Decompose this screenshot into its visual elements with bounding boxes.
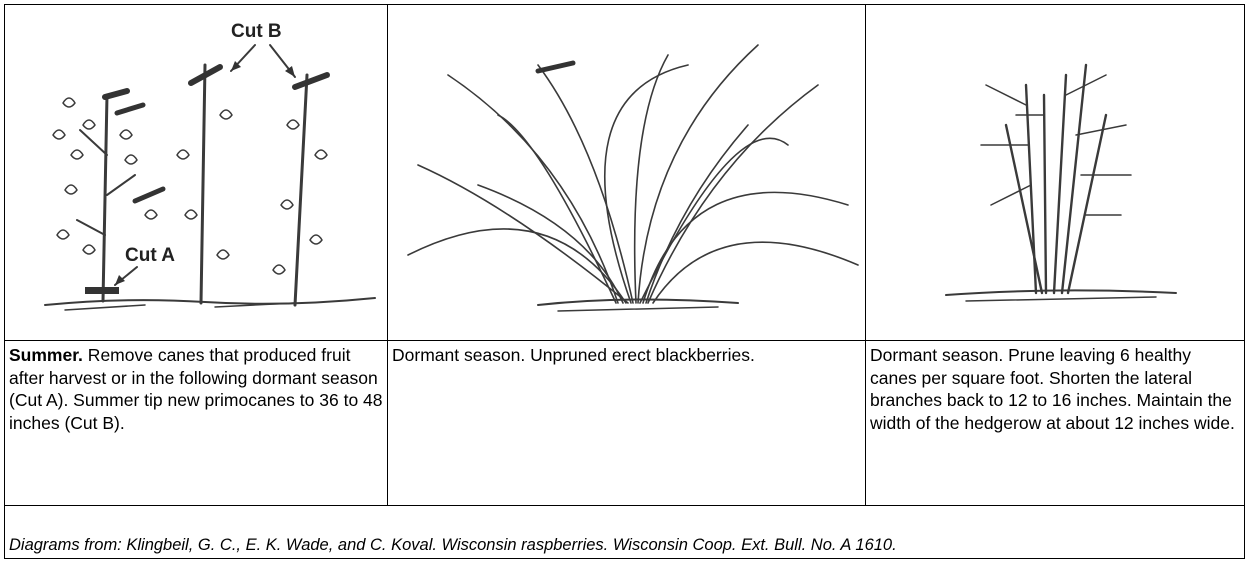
dormant-pruned-caption: Dormant season. Prune leaving 6 healthy …: [865, 340, 1245, 506]
source-credit-row: Diagrams from: Klingbeil, G. C., E. K. W…: [4, 505, 1245, 559]
cut-b-label: Cut B: [231, 21, 282, 42]
unpruned-blackberry-illustration: [387, 4, 866, 341]
summer-pruning-illustration: Cut B Cut A: [4, 4, 388, 341]
summer-caption: Summer. Remove canes that produced fruit…: [4, 340, 388, 506]
dormant-unpruned-caption: Dormant season. Unpruned erect blackberr…: [387, 340, 866, 506]
caption-text: Dormant season. Prune leaving 6 healthy …: [870, 345, 1235, 433]
caption-bold: Summer.: [9, 345, 83, 365]
pruned-hedgerow-illustration: [865, 4, 1245, 341]
cut-a-marker: [85, 287, 119, 294]
cut-a-label: Cut A: [125, 245, 175, 266]
source-credit: Diagrams from: Klingbeil, G. C., E. K. W…: [9, 536, 897, 555]
caption-text: Dormant season. Unpruned erect blackberr…: [392, 345, 755, 365]
